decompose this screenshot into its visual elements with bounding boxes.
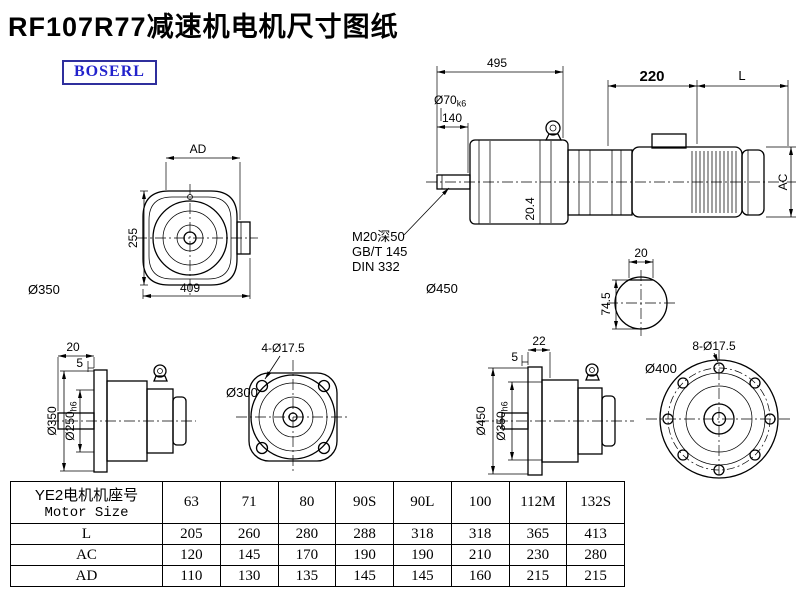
motor-size-header-cn: YE2电机机座号 (34, 487, 139, 504)
table-cell: 365 (508, 523, 568, 545)
dim-flange-dia-large: Ø450 (474, 406, 488, 436)
dim-22: 22 (532, 334, 546, 348)
flange-side-view-large: 22 5 Ø450 Ø350h6 (474, 334, 634, 476)
dim-74-5: 74.5 (599, 292, 613, 316)
label-front-flange-dia: Ø350 (28, 282, 60, 297)
dim-key-width: 20 (634, 246, 648, 260)
flange-face-view-small: 4-Ø17.5 Ø300 (226, 341, 350, 474)
dim-495: 495 (487, 56, 507, 70)
row-label-l: L (10, 523, 163, 545)
motor-dimension-table: YE2电机机座号 Motor Size 63 71 80 90S 90L 100… (10, 481, 625, 587)
size-col-100: 100 (450, 481, 510, 524)
table-cell: 110 (162, 565, 221, 587)
tap-note-line3: DIN 332 (352, 259, 400, 274)
table-cell: 318 (393, 523, 452, 545)
dim-bolt-holes-small: 4-Ø17.5 (261, 341, 305, 355)
table-cell: 170 (277, 544, 337, 566)
dim-20-4: 20.4 (523, 197, 537, 221)
table-cell: 205 (162, 523, 221, 545)
size-col-71: 71 (219, 481, 279, 524)
dim-409: 409 (180, 281, 200, 295)
table-cell: 190 (393, 544, 452, 566)
table-cell: 413 (566, 523, 625, 545)
flange-face-view-large: 8-Ø17.5 Ø400 (645, 339, 792, 479)
flange-side-view-small: 20 5 Ø350 Ø250h6 (45, 340, 196, 473)
dim-255: 255 (126, 228, 140, 248)
label-side-flange-dia: Ø450 (426, 281, 458, 296)
eyebolt-icon (585, 363, 599, 377)
table-cell: 280 (277, 523, 337, 545)
table-header-row: YE2电机机座号 Motor Size 63 71 80 90S 90L 100… (10, 481, 625, 524)
brand-logo: BOSERL (62, 60, 157, 85)
dim-ad: AD (190, 142, 207, 156)
page-title: RF107R77减速机电机尺寸图纸 (8, 12, 399, 42)
eyebolt-icon (153, 364, 167, 378)
technical-drawing: AD 255 409 Ø350 (28, 56, 796, 479)
dim-pilot-dia-large: Ø350h6 (494, 401, 510, 440)
side-view: 495 140 Ø70k6 220 L AC 20.4 M20深50 (352, 56, 796, 296)
dim-bolt-circle-large: Ø400 (645, 361, 677, 376)
row-label-ad: AD (10, 565, 163, 587)
dim-bolt-holes-large: 8-Ø17.5 (692, 339, 736, 353)
table-row-ac: AC 120 145 170 190 190 210 230 280 (10, 544, 625, 566)
table-cell: 145 (219, 544, 279, 566)
table-cell: 260 (219, 523, 279, 545)
table-cell: 215 (508, 565, 568, 587)
table-row-ad: AD 110 130 135 145 145 160 215 215 (10, 565, 625, 587)
dim-shaft-dia: Ø70k6 (434, 93, 466, 109)
table-row-l: L 205 260 280 288 318 318 365 413 (10, 523, 625, 545)
motor-fins (691, 151, 737, 213)
table-cell: 230 (508, 544, 568, 566)
eyebolt-icon (545, 120, 561, 136)
dim-140: 140 (442, 111, 462, 125)
size-col-63: 63 (162, 481, 221, 524)
dim-bolt-circle-small: Ø300 (226, 385, 258, 400)
dim-pilot-dia-small: Ø250h6 (63, 401, 79, 440)
size-col-80: 80 (277, 481, 337, 524)
table-cell: 130 (219, 565, 279, 587)
size-col-90l: 90L (393, 481, 452, 524)
table-cell: 215 (566, 565, 625, 587)
table-cell: 120 (162, 544, 221, 566)
table-cell: 210 (450, 544, 510, 566)
dim-5-large: 5 (511, 350, 518, 364)
motor-size-header-en: Motor Size (44, 505, 129, 521)
dim-20: 20 (66, 340, 80, 354)
shaft-section-view: 20 74.5 (599, 246, 675, 336)
table-cell: 318 (450, 523, 510, 545)
dim-motor-length-l: L (738, 68, 745, 83)
size-col-90s: 90S (335, 481, 394, 524)
table-cell: 145 (393, 565, 452, 587)
size-col-112m: 112M (508, 481, 568, 524)
motor-size-header: YE2电机机座号 Motor Size (10, 481, 163, 524)
dim-flange-dia-small: Ø350 (45, 406, 59, 436)
table-cell: 280 (566, 544, 625, 566)
table-cell: 288 (335, 523, 394, 545)
dim-ac: AC (776, 173, 790, 190)
table-cell: 145 (335, 565, 394, 587)
size-col-132s: 132S (566, 481, 625, 524)
tap-note-line1: M20深50 (352, 229, 405, 244)
front-view: AD 255 409 Ø350 (28, 142, 258, 299)
table-cell: 160 (450, 565, 510, 587)
dim-5: 5 (76, 356, 83, 370)
dim-220: 220 (639, 68, 664, 85)
row-label-ac: AC (10, 544, 163, 566)
table-cell: 135 (277, 565, 337, 587)
tap-note-line2: GB/T 145 (352, 244, 407, 259)
table-cell: 190 (335, 544, 394, 566)
